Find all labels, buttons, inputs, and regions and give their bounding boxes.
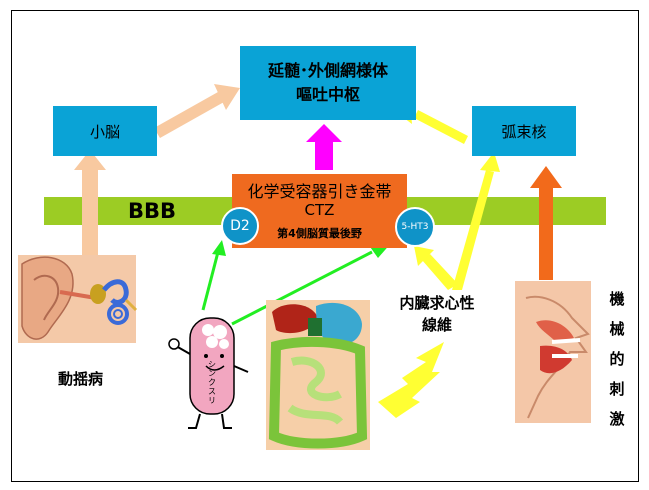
drug-label: シ ン ク ス リ bbox=[204, 360, 220, 405]
5ht3-receptor-label: 5-HT3 bbox=[401, 222, 429, 232]
arrow-intestine-to-visceral bbox=[378, 342, 444, 418]
drug-label-char: ン bbox=[208, 369, 216, 378]
ctz-box: 化学受容器引き金帯 CTZ 第4側脳質最後野 bbox=[232, 174, 407, 248]
visceral-afferent-line2: 線維 bbox=[421, 316, 452, 334]
d2-receptor-label: D2 bbox=[230, 218, 250, 234]
visceral-afferent-label: 内臓求心性 線維 bbox=[382, 292, 492, 336]
vomiting-center-line1: 延髄･外側網様体 bbox=[267, 61, 388, 80]
bbb-label: BBB bbox=[128, 199, 177, 223]
ctz-location: 第4側脳質最後野 bbox=[277, 227, 362, 240]
vomiting-center-box: 延髄･外側網様体 嘔吐中枢 bbox=[240, 46, 416, 120]
arrow-cerebellum-to-center bbox=[154, 84, 240, 138]
nts-box: 弧束核 bbox=[472, 106, 576, 156]
drug-label-char: ス bbox=[208, 387, 216, 396]
mechanical-stimulus-label: 機 械 的 刺 激 bbox=[606, 284, 628, 434]
arrow-mechanical-to-nts bbox=[530, 166, 562, 280]
visceral-afferent-line1: 内臓求心性 bbox=[399, 294, 475, 312]
nts-label: 弧束核 bbox=[501, 122, 547, 141]
ctz-title: 化学受容器引き金帯 bbox=[247, 182, 392, 201]
slide-frame bbox=[11, 10, 639, 482]
arrow-ctz-to-center bbox=[306, 124, 342, 170]
mechanical-stimulus-char: 機 bbox=[609, 290, 625, 308]
mechanical-stimulus-char: 的 bbox=[609, 350, 625, 368]
arrow-drug-to-d2 bbox=[201, 240, 226, 311]
pill-character-illustration bbox=[168, 317, 249, 429]
motion-sickness-label: 動揺病 bbox=[58, 370, 104, 388]
mouth-throat-illustration bbox=[515, 281, 591, 423]
drug-label-char: ク bbox=[208, 378, 216, 387]
cerebellum-label: 小脳 bbox=[89, 122, 120, 141]
digestive-organs-illustration bbox=[266, 300, 370, 450]
ear-illustration bbox=[18, 255, 138, 343]
arrow-visceral-to-nts bbox=[452, 152, 500, 290]
d2-receptor-circle: D2 bbox=[221, 207, 259, 245]
ctz-abbrev: CTZ bbox=[304, 201, 335, 219]
drug-label-char: リ bbox=[208, 396, 216, 405]
5ht3-receptor-circle: 5-HT3 bbox=[395, 207, 435, 247]
drug-label-char: シ bbox=[208, 360, 216, 369]
cerebellum-box: 小脳 bbox=[53, 106, 157, 156]
arrow-visceral-to-ctz bbox=[414, 246, 458, 290]
mechanical-stimulus-char: 激 bbox=[609, 410, 625, 428]
arrow-ear-to-cerebellum bbox=[74, 150, 106, 258]
mechanical-stimulus-char: 刺 bbox=[609, 380, 625, 398]
vomiting-center-line2: 嘔吐中枢 bbox=[295, 85, 360, 104]
mechanical-stimulus-char: 械 bbox=[609, 320, 625, 338]
